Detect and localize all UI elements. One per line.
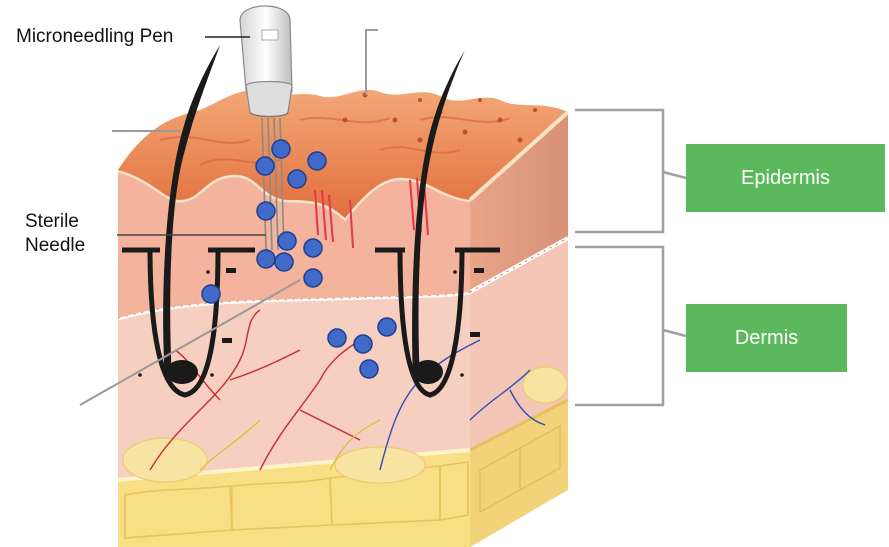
microneedling-pen-illustration [240,6,292,117]
dermis-label-box: Dermis [686,304,847,372]
microneedling-pen-label: Microneedling Pen [16,26,173,48]
epidermis-bracket [575,110,686,232]
sterile-needle-label-line2: Needle [25,235,85,257]
epidermis-label-box: Epidermis [686,144,885,212]
dermis-bracket [575,247,686,405]
sterile-needle-label-line1: Sterile [25,211,79,233]
